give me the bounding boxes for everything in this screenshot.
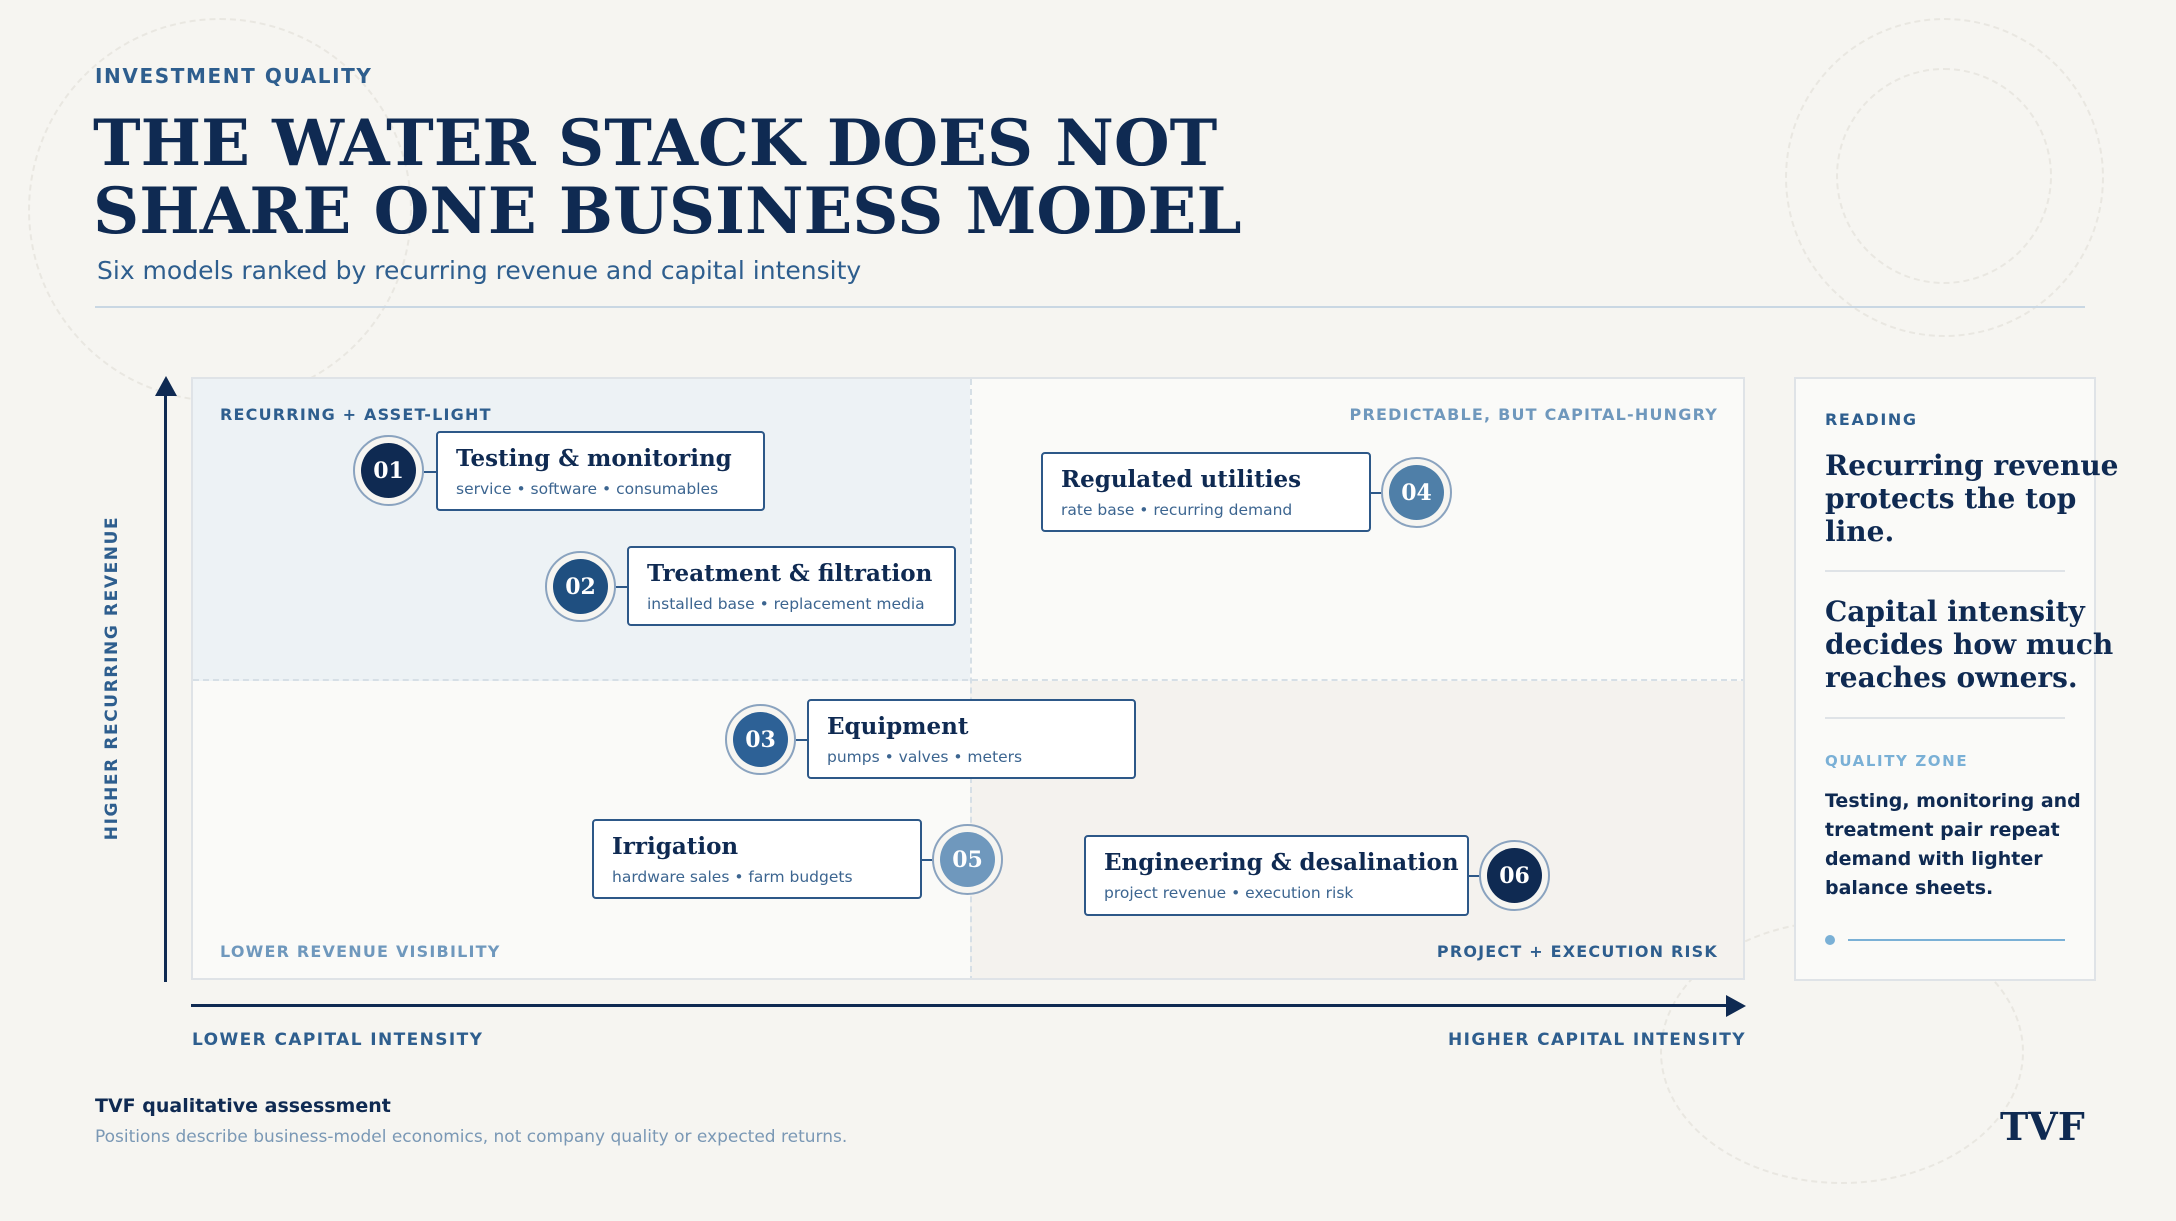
rank-badge-number: 02 [553, 559, 608, 614]
quadrant-label-top-right: PREDICTABLE, BUT CAPITAL-HUNGRY [1349, 405, 1718, 424]
footer-source-title: TVF qualitative assessment [95, 1095, 391, 1117]
rank-badge-number: 05 [940, 832, 995, 887]
model-card-irrigation: Irrigation hardware sales • farm budgets [592, 819, 922, 899]
model-card-subtitle: service • software • consumables [456, 480, 719, 498]
model-card-subtitle: hardware sales • farm budgets [612, 868, 853, 886]
rank-badge-number: 04 [1389, 465, 1444, 520]
rank-badge-01: 01 [353, 435, 424, 506]
eyebrow-label: INVESTMENT QUALITY [95, 64, 373, 88]
model-card-subtitle: installed base • replacement media [647, 595, 925, 613]
footer-note: Positions describe business-model econom… [95, 1127, 848, 1147]
node-connector [920, 859, 934, 861]
background-decoration [1785, 18, 2104, 337]
zone-accent-line [1848, 939, 2065, 941]
reading-label: READING [1825, 410, 1918, 429]
background-decoration [1836, 68, 2052, 284]
page-subtitle: Six models ranked by recurring revenue a… [97, 256, 862, 285]
model-card-regulated-utilities: Regulated utilities rate base • recurrin… [1041, 452, 1371, 532]
node-connector [616, 586, 630, 588]
model-card-title: Irrigation [612, 833, 739, 860]
reading-panel [1794, 377, 2096, 981]
node-connector [1369, 492, 1383, 494]
x-axis-label-high: HIGHER CAPITAL INTENSITY [1447, 1030, 1746, 1050]
page-title-line-2: SHARE ONE BUSINESS MODEL [93, 174, 1242, 249]
rank-badge-number: 01 [361, 443, 416, 498]
node-connector [796, 739, 810, 741]
rank-badge-04: 04 [1381, 457, 1452, 528]
quality-zone-text: Testing, monitoring and treatment pair r… [1825, 790, 2081, 899]
model-card-title: Regulated utilities [1061, 466, 1302, 493]
rank-badge-05: 05 [932, 824, 1003, 895]
horizontal-divider [193, 679, 1743, 681]
model-card-equipment: Equipment pumps • valves • meters [807, 699, 1136, 779]
model-card-subtitle: rate base • recurring demand [1061, 501, 1293, 519]
reading-lead-capital: Capital intensity decides how much reach… [1825, 595, 2114, 694]
rank-badge-02: 02 [545, 551, 616, 622]
y-axis-label: HIGHER RECURRING REVENUE [102, 515, 122, 841]
page-title: THE WATER STACK DOES NOT SHARE ONE BUSIN… [93, 110, 1493, 246]
panel-divider [1825, 717, 2065, 719]
brand-logo: TVF [2000, 1104, 2085, 1149]
model-card-testing-monitoring: Testing & monitoring service • software … [436, 431, 765, 511]
quadrant-label-bottom-left: LOWER REVENUE VISIBILITY [220, 942, 501, 961]
quadrant-top-left [193, 379, 970, 681]
model-card-treatment-filtration: Treatment & filtration installed base • … [627, 546, 956, 626]
y-axis-arrow-icon [155, 376, 177, 396]
rank-badge-number: 03 [733, 712, 788, 767]
x-axis-arrow-icon [1726, 995, 1746, 1017]
page-title-line-1: THE WATER STACK DOES NOT [93, 106, 1218, 181]
model-card-engineering-desalination: Engineering & desalination project reven… [1084, 835, 1469, 916]
model-card-title: Engineering & desalination [1104, 849, 1459, 876]
vertical-divider [970, 379, 972, 978]
model-card-title: Testing & monitoring [456, 445, 732, 472]
model-card-title: Equipment [827, 713, 969, 740]
x-axis-line [191, 1004, 1731, 1007]
rank-badge-03: 03 [725, 704, 796, 775]
node-connector [424, 471, 438, 473]
quadrant-label-top-left: RECURRING + ASSET-LIGHT [220, 405, 492, 424]
rank-badge-06: 06 [1479, 840, 1550, 911]
rank-badge-number: 06 [1487, 848, 1542, 903]
header-divider [95, 306, 2085, 308]
model-card-subtitle: project revenue • execution risk [1104, 884, 1354, 902]
model-card-title: Treatment & filtration [647, 560, 933, 587]
quadrant-label-bottom-right: PROJECT + EXECUTION RISK [1436, 942, 1718, 961]
reading-lead-recurring: Recurring revenue protects the top line. [1825, 449, 2119, 548]
y-axis-line [164, 392, 167, 982]
x-axis-label-low: LOWER CAPITAL INTENSITY [192, 1030, 484, 1050]
quality-zone-label: QUALITY ZONE [1825, 752, 1969, 770]
node-connector [1467, 875, 1481, 877]
model-card-subtitle: pumps • valves • meters [827, 748, 1023, 766]
panel-divider [1825, 570, 2065, 572]
zone-dot-icon [1825, 935, 1835, 945]
